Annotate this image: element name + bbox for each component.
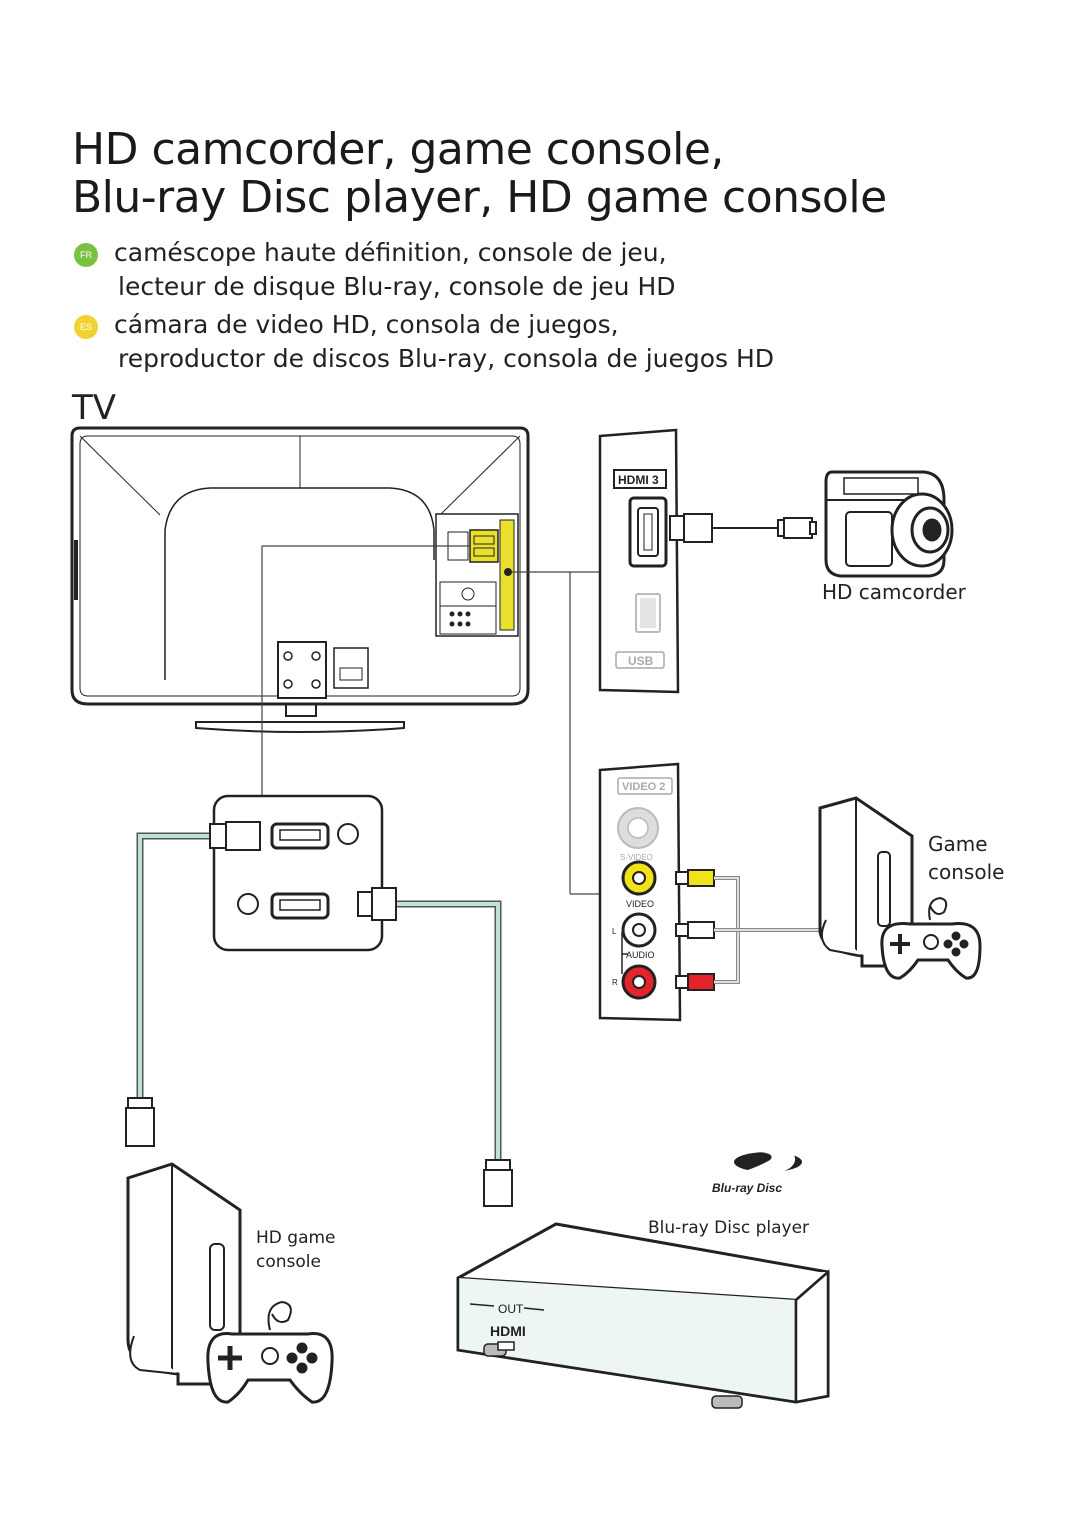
hd-game-console-caption-line-2: console <box>256 1252 321 1272</box>
fr-line-1: caméscope haute définition, console de j… <box>114 238 667 267</box>
title-line-1: HD camcorder, game console, <box>72 124 724 175</box>
game-console-caption: Game console <box>928 830 1004 886</box>
tv-back <box>70 426 530 733</box>
fr-line-2: lecteur de disque Blu-ray, console de je… <box>118 272 676 301</box>
tv-label: TV <box>72 388 117 428</box>
video2-label: VIDEO 2 <box>622 781 665 793</box>
game-console-icon <box>818 796 982 980</box>
hdmi-cable-game <box>136 832 210 1098</box>
right-label: R <box>612 978 618 987</box>
title-line-2: Blu-ray Disc player, HD game console <box>72 172 887 223</box>
bluray-player-caption: Blu-ray Disc player <box>648 1218 810 1238</box>
game-console-caption-line-2: console <box>928 860 1005 884</box>
bluray-logo-text: Blu-ray Disc <box>712 1181 782 1195</box>
rca-cables <box>675 869 826 991</box>
hdmi-zoom-panel <box>212 794 384 952</box>
es-line-1: cámara de video HD, consola de juegos, <box>114 310 619 339</box>
hd-game-console-caption: HD game console <box>256 1226 336 1274</box>
hdmi-cable-bluray <box>396 900 502 1160</box>
audio-label: AUDIO <box>626 950 655 960</box>
hd-game-console-icon <box>126 1162 334 1404</box>
page-title: HD camcorder, game console, Blu-ray Disc… <box>72 126 887 222</box>
camcorder-cable <box>669 513 817 543</box>
hdmi-usb-panel <box>598 428 680 694</box>
fr-badge: FR <box>74 243 98 267</box>
hdmi3-label: HDMI 3 <box>618 473 659 487</box>
bluray-player-icon <box>456 1222 830 1409</box>
av-panel <box>598 762 682 1022</box>
hdmi-out-label: HDMI <box>490 1323 526 1339</box>
camcorder-icon <box>824 470 954 578</box>
svideo-label: S-VIDEO <box>620 853 653 862</box>
hd-game-console-caption-line-1: HD game <box>256 1228 336 1248</box>
left-label: L <box>612 927 617 936</box>
hd-camcorder-caption: HD camcorder <box>822 580 966 604</box>
out-label: OUT <box>498 1302 524 1316</box>
es-badge: ES <box>74 315 98 339</box>
es-line-2: reproductor de discos Blu-ray, consola d… <box>118 344 775 373</box>
usb-label: USB <box>628 654 654 668</box>
bluray-logo-icon <box>734 1145 802 1176</box>
video-label: VIDEO <box>626 899 654 909</box>
game-console-caption-line-1: Game <box>928 832 988 856</box>
